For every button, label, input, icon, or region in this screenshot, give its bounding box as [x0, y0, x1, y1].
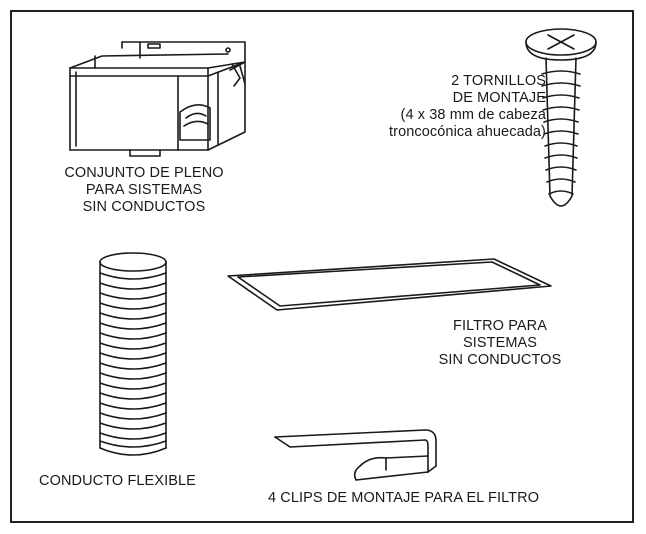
- plenum-box-icon: [69, 41, 246, 157]
- filter-label-line-2: SISTEMAS: [462, 335, 538, 351]
- screws-label-line-2: DE MONTAJE: [452, 90, 546, 106]
- plenum-label-line-3: SIN CONDUCTOS: [82, 199, 206, 215]
- duct-label: CONDUCTO FLEXIBLE: [39, 473, 196, 490]
- screws-label-line-4: troncocónica ahuecada): [389, 124, 546, 140]
- plenum-label: CONJUNTO DE PLENO PARA SISTEMAS SIN COND…: [44, 165, 244, 216]
- diagram-frame: [10, 10, 634, 523]
- screw-icon: [525, 28, 597, 207]
- flexible-duct-icon: [99, 252, 167, 456]
- clips-label: 4 CLIPS DE MONTAJE PARA EL FILTRO: [268, 490, 539, 507]
- plenum-label-line-2: PARA SISTEMAS: [85, 182, 203, 198]
- filter-label-line-1: FILTRO PARA: [452, 318, 548, 334]
- screws-label-line-3: (4 x 38 mm de cabeza: [400, 107, 546, 123]
- filter-panel-icon: [227, 258, 552, 311]
- mounting-clip-icon: [274, 429, 437, 481]
- screws-label: 2 TORNILLOS DE MONTAJE (4 x 38 mm de cab…: [360, 73, 546, 141]
- filter-label-line-3: SIN CONDUCTOS: [438, 352, 562, 368]
- duct-label-line-1: CONDUCTO FLEXIBLE: [39, 473, 196, 489]
- screws-label-line-1: 2 TORNILLOS: [451, 73, 546, 89]
- plenum-label-line-1: CONJUNTO DE PLENO: [64, 165, 224, 181]
- filter-label: FILTRO PARA SISTEMAS SIN CONDUCTOS: [400, 318, 600, 369]
- clips-label-line-1: 4 CLIPS DE MONTAJE PARA EL FILTRO: [268, 490, 540, 506]
